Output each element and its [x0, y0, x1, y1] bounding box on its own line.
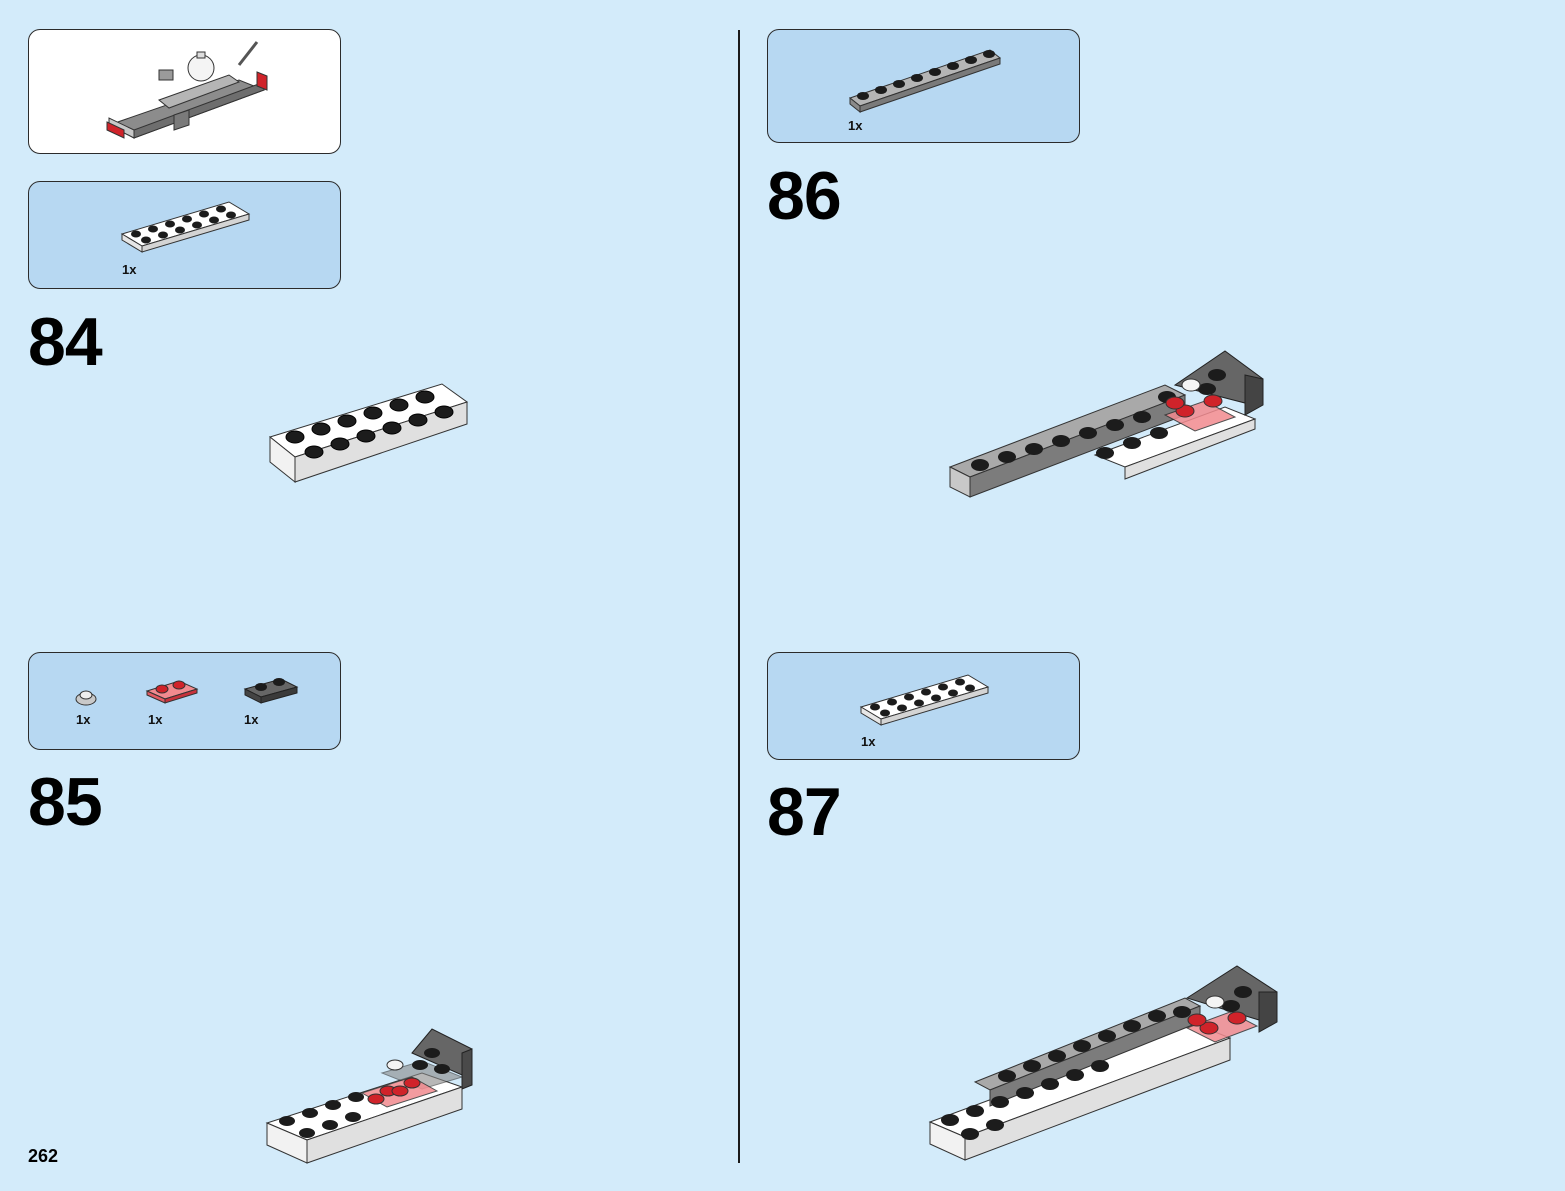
white-plate-2x6-icon [859, 674, 990, 726]
part-qty: 1x [122, 262, 137, 277]
part-qty: 1x [76, 712, 91, 727]
submodel-callout [28, 29, 341, 154]
part-qty: 1x [244, 712, 259, 727]
part-qty: 1x [861, 734, 876, 749]
page-divider [738, 30, 740, 1163]
trans-red-plate-1x2-icon [145, 680, 199, 704]
step-number-85: 85 [28, 764, 103, 840]
page-number: 262 [28, 1146, 59, 1166]
step87-parts-box: 1x [767, 652, 1080, 760]
step86-build-icon [948, 350, 1264, 498]
step85-parts-box: 1x 1x 1x [28, 652, 341, 750]
dark-grey-bracket-1x2-icon [243, 678, 299, 704]
step-number-87: 87 [767, 774, 842, 850]
step86-parts-box: 1x [767, 29, 1080, 143]
part-qty: 1x [848, 118, 863, 133]
step85-build-icon [265, 1028, 473, 1164]
white-plate-2x6-icon [120, 201, 251, 253]
part-qty: 1x [148, 712, 163, 727]
step84-build-icon [268, 383, 469, 484]
light-grey-round-plate-icon [75, 690, 97, 706]
light-grey-plate-1x8-icon [848, 49, 1002, 114]
step-number-86: 86 [767, 158, 842, 234]
submodel-model-icon [106, 41, 268, 139]
step84-parts-box: 1x [28, 181, 341, 289]
step87-build-icon [928, 965, 1278, 1161]
step-number-84: 84 [28, 304, 103, 380]
